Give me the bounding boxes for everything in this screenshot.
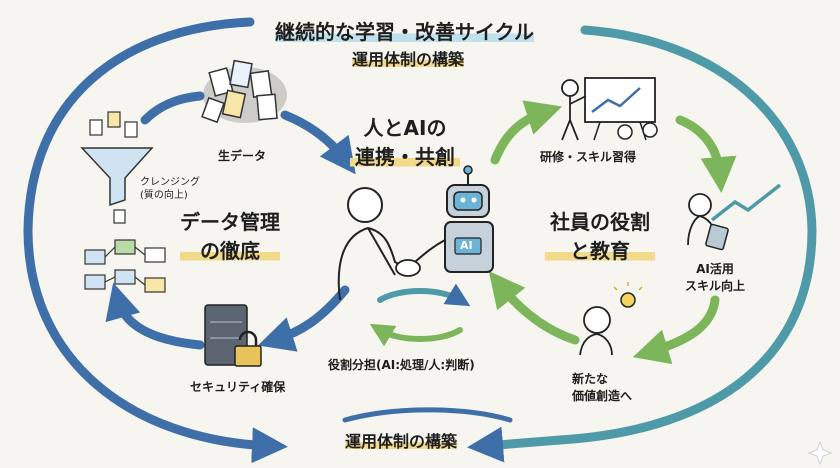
- arrow-value-to-center: [488, 270, 580, 345]
- server-lock-icon: [204, 304, 262, 367]
- arrow-training-to-skill: [675, 115, 737, 193]
- cleansing-label: クレンジング (質の向上): [140, 176, 200, 202]
- cleansing-line2: (質の向上): [140, 190, 188, 201]
- arrow-center-to-security: [257, 285, 350, 352]
- training-whiteboard-icon: [561, 77, 658, 141]
- data-management-line1: データ管理: [180, 210, 280, 234]
- new-value-line1: 新たな: [572, 372, 609, 386]
- new-value-line2: 価値創造へ: [572, 389, 633, 403]
- ai-skill-line1: AI活用: [696, 262, 734, 276]
- subtitle-bottom: 運用体制の構築: [345, 428, 458, 452]
- new-value-label: 新たな 価値創造へ: [572, 370, 632, 404]
- exchange-arrow-top: [377, 283, 471, 307]
- arrow-center-to-training: [490, 100, 563, 165]
- role-split-label: 役割分担(AI:処理/人:判断): [328, 358, 475, 372]
- exchange-arrow-bottom: [369, 323, 463, 347]
- arrow-security-to-flow: [105, 282, 205, 350]
- data-management-label: データ管理 の徹底: [180, 206, 280, 264]
- thinking-person-icon: [579, 306, 613, 356]
- ai-skill-line2: スキル向上: [684, 279, 745, 293]
- employee-role-line2: と教育: [545, 235, 655, 264]
- security-label: セキュリティ確保: [190, 380, 286, 394]
- cycle-title: 継続的な学習・改善サイクル: [275, 16, 534, 45]
- subtitle-top: 運用体制の構築: [352, 46, 465, 70]
- funnel-icon: [80, 111, 154, 224]
- employee-role-label: 社員の役割 と教育: [545, 206, 655, 264]
- outer-cycle-arrow-top: [467, 25, 817, 463]
- lightbulb-icon: [613, 282, 643, 308]
- handshake-icon: [395, 259, 421, 277]
- ai-skill-label: AI活用 スキル向上: [675, 260, 755, 294]
- human-figure-icon: [337, 187, 406, 301]
- outer-cycle-arrow-bottom: [342, 407, 513, 423]
- center-label: 人とAIの 連携・共創: [350, 112, 460, 170]
- arrow-raw-to-center: [280, 110, 356, 175]
- center-label-line1: 人とAIの: [363, 116, 447, 140]
- skill-growth-icon: [687, 183, 782, 251]
- robot-icon: [409, 165, 494, 273]
- employee-role-line1: 社員の役割: [550, 210, 650, 234]
- center-label-line2: 連携・共創: [350, 141, 460, 170]
- sparkle-icon: [807, 440, 833, 466]
- robot-badge: AI: [460, 239, 473, 252]
- arrow-cleansing-to-raw: [140, 91, 205, 125]
- data-flow-chart-icon: [84, 239, 166, 293]
- data-management-line2: の徹底: [180, 235, 280, 264]
- training-label: 研修・スキル習得: [540, 150, 637, 164]
- raw-data-pile-icon: [201, 59, 287, 124]
- outer-cycle-arrow-left: [23, 17, 288, 464]
- arrow-skill-to-value: [632, 295, 720, 365]
- raw-data-label: 生データ: [218, 149, 267, 163]
- cleansing-line1: クレンジング: [140, 177, 200, 188]
